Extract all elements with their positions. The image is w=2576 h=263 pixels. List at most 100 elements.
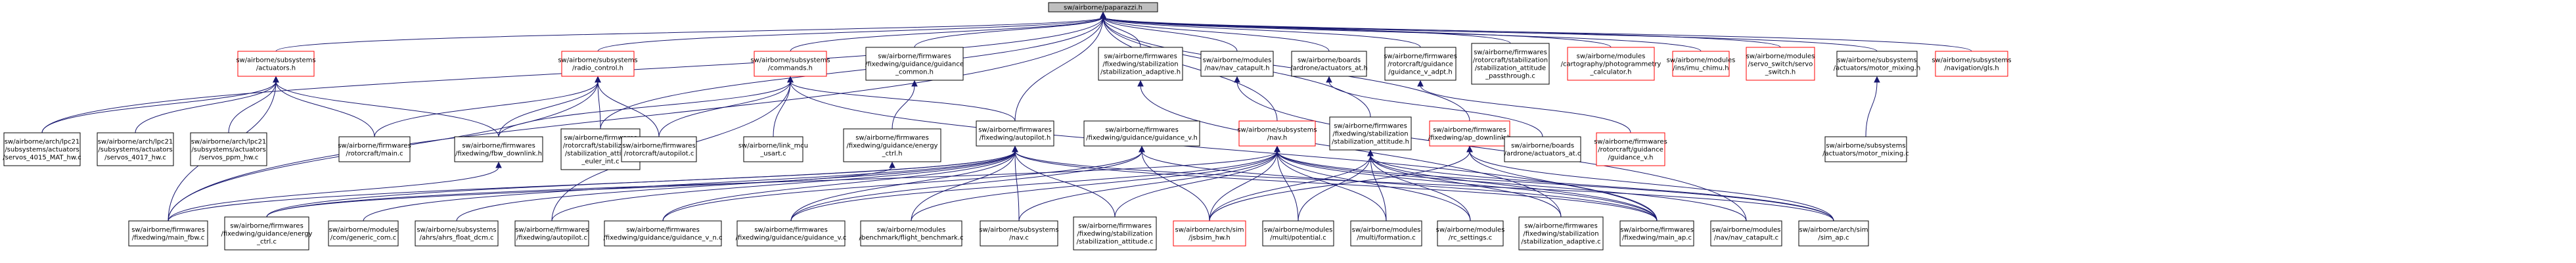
graph-node-n19[interactable]: sw/airborne/firmwares/fixedwing/fbw_down… — [454, 136, 543, 162]
edge-line — [597, 16, 1104, 52]
node-label-line: /radio_control.h — [572, 65, 623, 72]
graph-node-n12[interactable]: sw/airborne/modules/servo_switch/servo_s… — [1746, 47, 1815, 81]
edge-n23-to-n4 — [892, 80, 918, 130]
arrowhead — [1326, 76, 1332, 83]
graph-node-n42[interactable]: sw/airborne/arch/sim/jsbsim_hw.h — [1173, 220, 1246, 247]
edge-line — [1277, 151, 1299, 222]
edge-n12-to-n0 — [1100, 11, 1781, 48]
graph-node-n34[interactable]: sw/airborne/modules/com/generic_com.c — [328, 220, 399, 247]
arrowhead — [595, 76, 601, 83]
edge-n15-to-n1 — [41, 76, 279, 133]
graph-node-n49[interactable]: sw/airborne/arch/sim/sim_ap.c — [1798, 220, 1869, 247]
graph-node-n18[interactable]: sw/airborne/firmwares/rotorcraft/main.c — [338, 136, 411, 162]
node-label-line: sw/airborne/firmwares — [978, 127, 1052, 134]
edge-line — [790, 81, 1016, 122]
graph-node-n48[interactable]: sw/airborne/modules/nav/nav_catapult.c — [1710, 220, 1782, 247]
graph-node-n21[interactable]: sw/airborne/firmwares/rotorcraft/autopil… — [621, 136, 697, 162]
node-label-line: sw/airborne/modules — [1264, 227, 1333, 234]
graph-node-n47[interactable]: sw/airborne/firmwares/fixedwing/main_ap.… — [1619, 220, 1694, 247]
graph-node-n26[interactable]: sw/airborne/subsystems/nav.h — [1237, 120, 1317, 147]
graph-node-n2[interactable]: sw/airborne/subsystems/radio_control.h — [558, 51, 638, 77]
graph-node-n4[interactable]: sw/airborne/firmwares/fixedwing/guidance… — [865, 47, 964, 81]
graph-node-n9[interactable]: sw/airborne/firmwares/rotorcraft/stabili… — [1471, 43, 1550, 85]
graph-node-n6[interactable]: sw/airborne/modules/nav/nav_catapult.h — [1200, 51, 1274, 77]
graph-node-n22[interactable]: sw/airborne/link_mcu_usart.c — [738, 136, 808, 162]
node-label-line: /fixedwing/guidance/guidance_v.h — [1086, 135, 1198, 142]
graph-node-n25[interactable]: sw/airborne/firmwares/fixedwing/guidance… — [1083, 120, 1200, 147]
node-box — [736, 220, 846, 247]
graph-node-n3[interactable]: sw/airborne/subsystems/commands.h — [750, 51, 830, 77]
edge-n49-to-n26 — [1274, 145, 1834, 222]
arrowhead — [1137, 80, 1144, 87]
node-box — [1429, 120, 1510, 147]
node-label-line: /servo_switch/servo — [1748, 61, 1813, 68]
graph-node-n11[interactable]: sw/airborne/modules/ins/imu_chimu.h — [1667, 51, 1736, 77]
graph-node-n36[interactable]: sw/airborne/firmwares/fixedwing/autopilo… — [514, 220, 589, 247]
node-label-line: /stabilization_attitude.c — [1076, 239, 1153, 246]
graph-node-n17[interactable]: sw/airborne/arch/lpc21/subsystems/actuat… — [190, 132, 267, 166]
graph-node-n7[interactable]: sw/airborne/boards/ardrone/actuators_at.… — [1290, 51, 1368, 77]
graph-node-n35[interactable]: sw/airborne/subsystems/ahrs/ahrs_float_d… — [415, 220, 499, 247]
edge-line — [1102, 16, 1330, 52]
node-label-line: sw/airborne/firmwares — [754, 227, 828, 234]
graph-node-n14[interactable]: sw/airborne/subsystems/navigation/gls.h — [1932, 51, 2012, 77]
graph-node-n33[interactable]: sw/airborne/firmwares/fixedwing/guidance… — [221, 216, 313, 251]
graph-node-n44[interactable]: sw/airborne/modules/multi/formation.c — [1350, 220, 1422, 247]
node-label-line: /guidance_v.h — [1608, 155, 1654, 162]
node-label-line: sw/airborne/firmwares — [1334, 123, 1407, 130]
graph-node-n24[interactable]: sw/airborne/firmwares/fixedwing/autopilo… — [976, 120, 1054, 147]
edge-line — [1141, 151, 1210, 222]
graph-node-n40[interactable]: sw/airborne/subsystems/nav.c — [979, 220, 1059, 247]
graph-node-n43[interactable]: sw/airborne/modules/multi/potential.c — [1262, 220, 1334, 247]
graph-node-n27[interactable]: sw/airborne/firmwares/fixedwing/stabiliz… — [1329, 116, 1412, 151]
graph-node-n29[interactable]: sw/airborne/boards/ardrone/actuators_at.… — [1504, 136, 1581, 162]
graph-node-n8[interactable]: sw/airborne/firmwares/rotorcraft/guidanc… — [1384, 47, 1457, 81]
node-label-line: /navigation/gls.h — [1944, 65, 1999, 72]
node-box — [237, 51, 315, 77]
node-box — [980, 220, 1058, 247]
edge-line — [790, 151, 1142, 222]
node-box — [1798, 220, 1869, 247]
node-label-line: /commands.h — [768, 65, 813, 72]
edge-n49-to-n27 — [1367, 149, 1834, 222]
graph-node-n15[interactable]: sw/airborne/arch/lpc21/subsystems/actuat… — [3, 132, 81, 166]
node-label-line: /stabilization_attitude.h — [1332, 139, 1409, 146]
graph-node-n23[interactable]: sw/airborne/firmwares/fixedwing/guidance… — [843, 128, 941, 162]
edge-line — [1298, 155, 1371, 222]
edge-line — [597, 81, 660, 137]
node-box — [1710, 220, 1782, 247]
arrowhead — [1874, 76, 1880, 83]
node-label-line: sw/airborne/subsystems — [1932, 57, 2011, 64]
edge-n30-to-n8 — [1417, 80, 1631, 133]
graph-node-n46[interactable]: sw/airborne/firmwares/fixedwing/stabiliz… — [1518, 216, 1604, 251]
edge-n21-to-n3 — [658, 76, 794, 137]
graph-node-n32[interactable]: sw/airborne/firmwares/fixedwing/main_fbw… — [128, 220, 208, 247]
node-label-line: /nav/nav_catapult.c — [1714, 235, 1778, 242]
node-label-line: /servos_4015_MAT_hw.c — [3, 155, 81, 162]
graph-node-n16[interactable]: sw/airborne/arch/lpc21/subsystems/actuat… — [97, 132, 174, 166]
graph-node-n41[interactable]: sw/airborne/firmwares/fixedwing/stabiliz… — [1073, 216, 1157, 251]
graph-node-n31[interactable]: sw/airborne/subsystems/actuators/motor_m… — [1822, 136, 1909, 162]
graph-node-n37[interactable]: sw/airborne/firmwares/fixedwing/guidance… — [604, 220, 723, 247]
node-label-line: _usart.c — [759, 151, 786, 158]
edge-line — [168, 16, 1104, 222]
graph-node-n38[interactable]: sw/airborne/firmwares/fixedwing/guidance… — [736, 220, 847, 247]
node-label-line: sw/airborne/firmwares — [1620, 227, 1694, 234]
graph-node-n0[interactable]: sw/airborne/paparazzi.h — [1048, 2, 1158, 12]
node-box — [1935, 51, 2008, 77]
node-label-line: /fixedwing/guidance/energy — [221, 231, 313, 238]
arrowhead — [1274, 145, 1280, 153]
graph-node-n1[interactable]: sw/airborne/subsystems/actuators.h — [236, 51, 316, 77]
graph-node-n30[interactable]: sw/airborne/firmwares/rotorcraft/guidanc… — [1594, 132, 1667, 166]
graph-node-n10[interactable]: sw/airborne/modules/cartography/photogra… — [1561, 47, 1661, 81]
node-box — [1291, 51, 1367, 77]
edge-line — [135, 81, 277, 133]
graph-node-n39[interactable]: sw/airborne/modules/benchmark/flight_ben… — [859, 220, 964, 247]
graph-node-n45[interactable]: sw/airborne/modules/rc_settings.c — [1436, 220, 1505, 247]
graph-node-n5[interactable]: sw/airborne/firmwares/fixedwing/stabiliz… — [1098, 47, 1183, 81]
edge-line — [266, 151, 1016, 218]
graph-node-n13[interactable]: sw/airborne/subsystems/actuators/motor_m… — [1834, 51, 1921, 77]
edge-line — [892, 85, 915, 130]
graph-node-n28[interactable]: sw/airborne/firmwares/fixedwing/ap_downl… — [1428, 120, 1511, 147]
node-label-line: sw/airborne/modules — [877, 227, 946, 234]
